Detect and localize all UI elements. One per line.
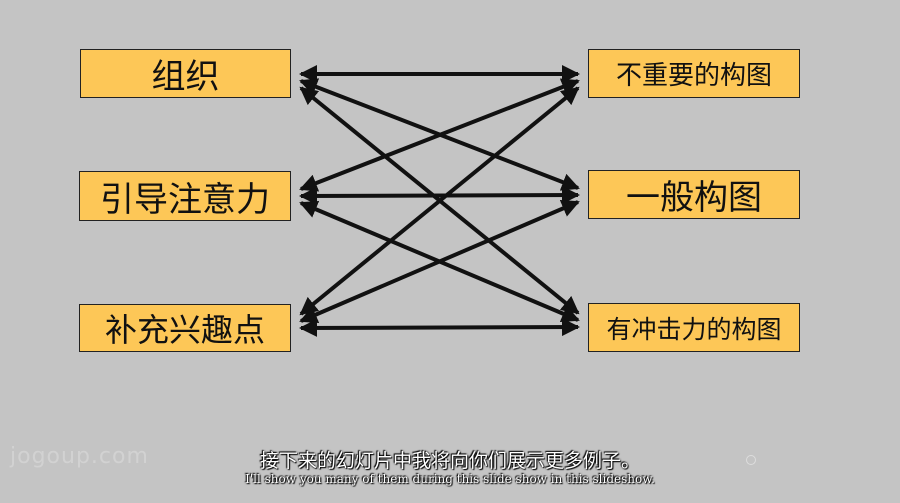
arrow-left2-right2 bbox=[299, 318, 580, 337]
left-node-add-interest: 补充兴趣点 bbox=[79, 304, 291, 352]
left-node-organize: 组织 bbox=[80, 49, 291, 98]
arrow-left1-right1 bbox=[299, 186, 580, 205]
right-node-impactful-composition: 有冲击力的构图 bbox=[588, 303, 800, 352]
subtitle-english: I'll show you many of them during this s… bbox=[245, 472, 655, 486]
arrow-left2-right1 bbox=[299, 200, 580, 323]
watermark: jogoup.com bbox=[10, 444, 149, 469]
right-node-general-composition: 一般构图 bbox=[588, 170, 800, 219]
subtitle-chinese: 接下来的幻灯片中我将向你们展示更多例子。 bbox=[259, 450, 640, 472]
left-node-guide-attention: 引导注意力 bbox=[79, 171, 291, 221]
right-node-unimportant-composition: 不重要的构图 bbox=[588, 49, 800, 98]
corner-mark-icon bbox=[746, 455, 756, 465]
